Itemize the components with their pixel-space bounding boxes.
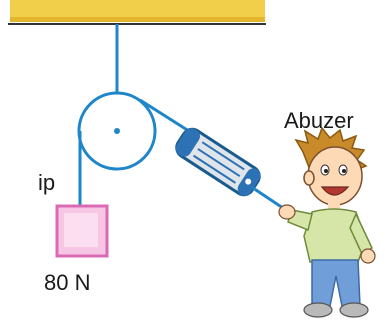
boy-figure-icon <box>278 126 376 318</box>
spring-scale-icon <box>175 127 261 197</box>
ceiling <box>8 0 266 25</box>
weight-block <box>55 204 109 258</box>
rope-right <box>139 98 193 135</box>
person-name-label: Abuzer <box>284 108 354 133</box>
rope-label: ip <box>38 170 55 195</box>
rope-to-hand <box>252 186 284 210</box>
pulley-wheel-icon <box>77 91 157 171</box>
weight-label: 80 N <box>44 270 90 295</box>
